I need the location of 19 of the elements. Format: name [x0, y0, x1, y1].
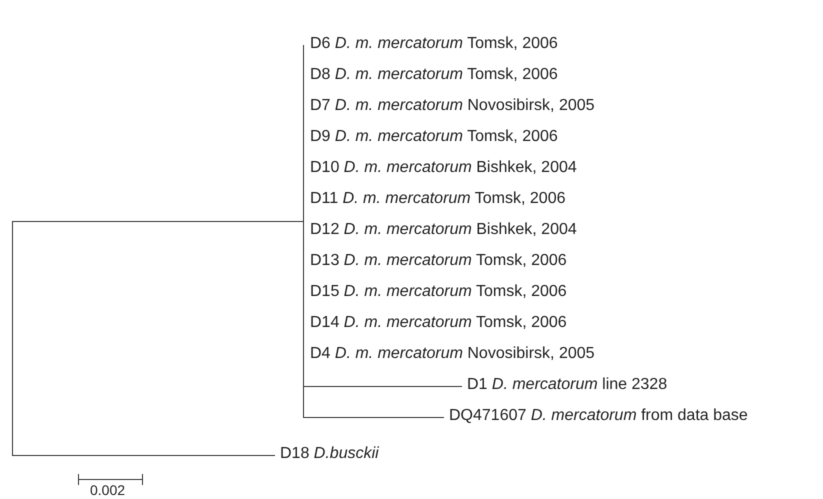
taxon-label: D15 D. m. mercatorum Tomsk, 2006	[310, 282, 567, 302]
tree-branch	[304, 417, 444, 418]
taxon-label: D10 D. m. mercatorum Bishkek, 2004	[310, 158, 577, 178]
taxon-label: D9 D. m. mercatorum Tomsk, 2006	[310, 127, 558, 147]
taxon-label: D11 D. m. mercatorum Tomsk, 2006	[310, 189, 566, 209]
tree-branch	[12, 455, 276, 456]
scale-value: 0.002	[90, 482, 126, 498]
taxon-label: DQ471607 D. mercatorum from data base	[449, 406, 748, 426]
tree-branch	[304, 386, 462, 387]
taxon-label: D12 D. m. mercatorum Bishkek, 2004	[310, 220, 577, 240]
taxon-label: D6 D. m. mercatorum Tomsk, 2006	[310, 34, 558, 54]
taxon-label: D18 D.busckii	[280, 444, 379, 464]
taxon-label: D7 D. m. mercatorum Novosibirsk, 2005	[310, 96, 595, 116]
taxon-label: D1 D. mercatorum line 2328	[467, 375, 668, 395]
taxon-label: D8 D. m. mercatorum Tomsk, 2006	[310, 65, 558, 85]
tree-branch	[12, 221, 304, 222]
taxon-label: D4 D. m. mercatorum Novosibirsk, 2005	[310, 344, 595, 364]
taxon-label: D13 D. m. mercatorum Tomsk, 2006	[310, 251, 567, 271]
taxon-label: D14 D. m. mercatorum Tomsk, 2006	[310, 313, 567, 333]
